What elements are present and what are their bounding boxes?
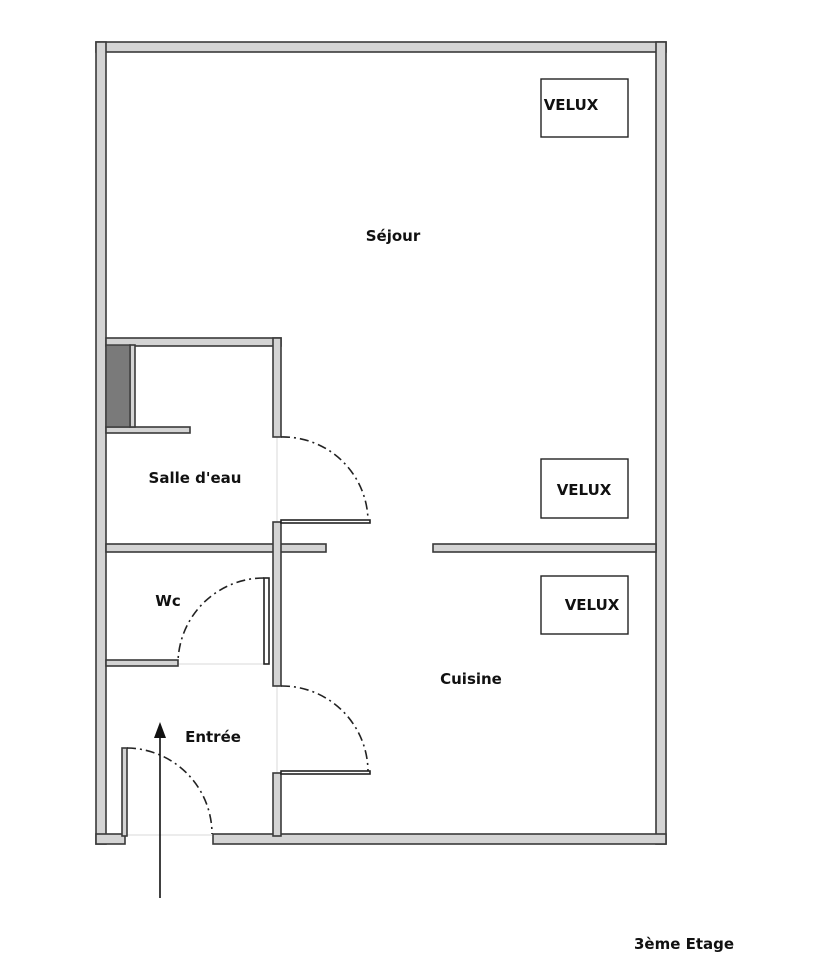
- room-label-salle-deau: Salle d'eau: [149, 469, 242, 487]
- velux-2: [540, 458, 629, 519]
- door-entrance[interactable]: [126, 747, 213, 835]
- velux-label-3: VELUX: [565, 596, 620, 614]
- door-cuisine[interactable]: [280, 685, 371, 775]
- door-thresholds: [126, 437, 278, 836]
- room-label-cuisine: Cuisine: [440, 670, 502, 688]
- velux-label-2: VELUX: [557, 481, 612, 499]
- room-label-sejour: Séjour: [366, 227, 421, 245]
- outer-walls: [95, 41, 667, 845]
- door-salle-deau[interactable]: [280, 436, 371, 524]
- room-label-entree: Entrée: [185, 728, 241, 746]
- shower-tray: [105, 344, 131, 428]
- door-wc[interactable]: [177, 577, 270, 665]
- velux-label-1: VELUX: [544, 96, 599, 114]
- floor-label: 3ème Etage: [634, 935, 734, 953]
- entrance-arrow-icon: [154, 722, 166, 898]
- velux-1: [540, 78, 629, 138]
- velux-3: [540, 575, 629, 635]
- room-label-wc: Wc: [155, 592, 180, 610]
